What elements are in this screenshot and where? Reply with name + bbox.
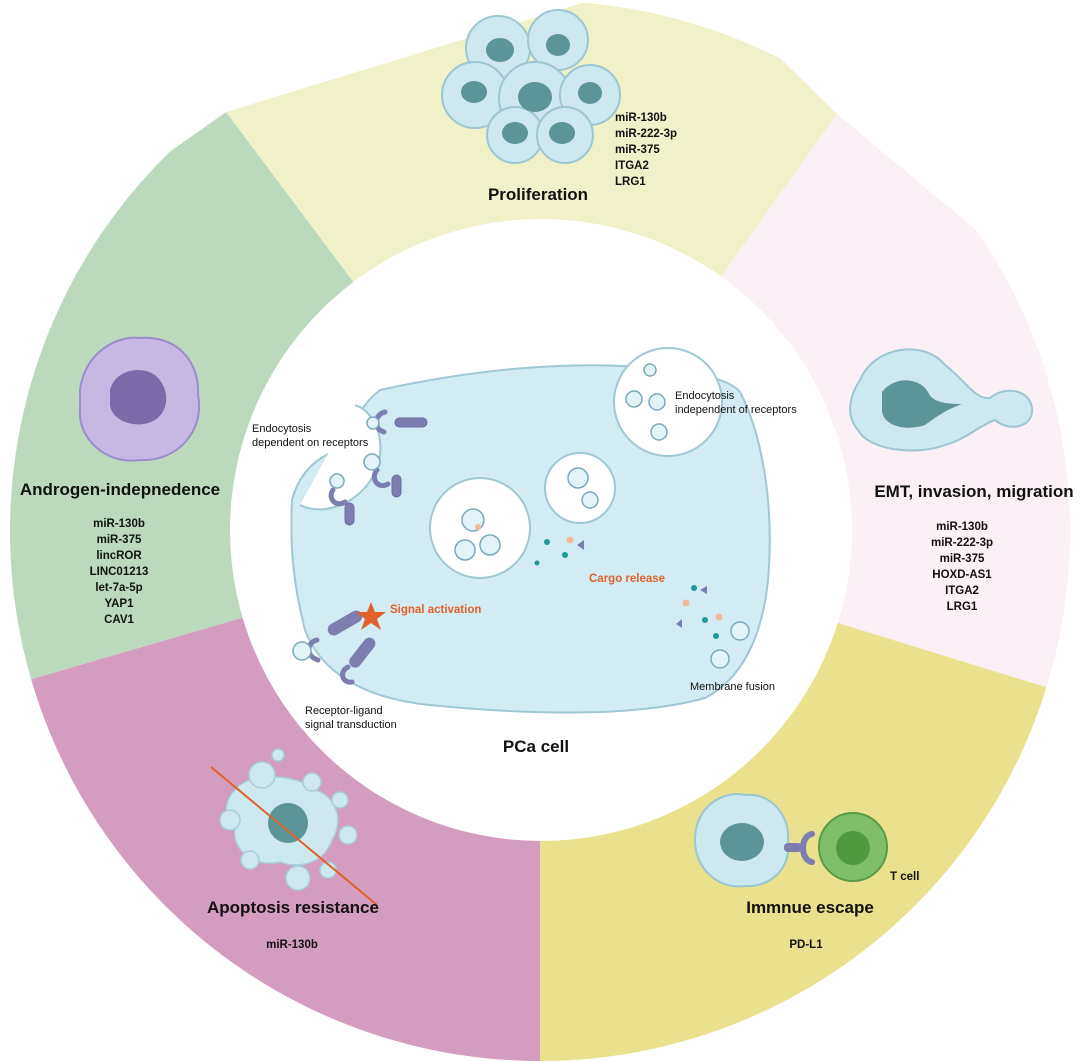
endocytosis-independent-label: Endocytosis independent of receptors	[675, 390, 797, 416]
gene-label: LRG1	[615, 176, 646, 188]
receptor-ligand-label: Receptor-ligand signal transduction	[305, 705, 397, 731]
signal-activation-label: Signal activation	[390, 604, 481, 616]
gene-label: ITGA2	[945, 585, 979, 597]
gene-label: LRG1	[947, 601, 978, 613]
emt-title: EMT, invasion, migration	[874, 482, 1073, 501]
apoptotic-cell-illustration	[210, 748, 378, 906]
proliferation-cell-cluster	[441, 9, 621, 164]
gene-label: miR-222-3p	[931, 537, 993, 549]
gene-label: miR-375	[940, 553, 985, 565]
proliferation-gene-list: miR-130b miR-222-3p miR-375 ITGA2 LRG1	[615, 112, 677, 188]
pca-cell-label: PCa cell	[503, 737, 569, 756]
signal-star-icon	[356, 602, 386, 630]
endocytosis-independent-line-1: Endocytosis	[675, 390, 735, 402]
endocytosis-dependent-line-1: Endocytosis	[252, 423, 312, 435]
androgen-gene-list: miR-130b miR-375 lincROR LINC01213 let-7…	[90, 518, 149, 626]
gene-label: ITGA2	[615, 160, 649, 172]
proliferation-title: Proliferation	[488, 185, 588, 204]
immune-escape-illustration	[693, 793, 888, 888]
emt-migrating-cell	[849, 348, 1034, 452]
cargo-release-label: Cargo release	[589, 573, 665, 585]
gene-label: miR-130b	[936, 521, 988, 533]
receptor-ligand-line-2: signal transduction	[305, 719, 397, 731]
androgen-title: Androgen-indepnedence	[20, 480, 220, 499]
endocytosis-independent-line-2: independent of receptors	[675, 404, 797, 416]
immune-title: Immnue escape	[746, 898, 874, 917]
apoptosis-title: Apoptosis resistance	[207, 898, 379, 917]
gene-label: let-7a-5p	[95, 582, 142, 594]
emt-gene-list: miR-130b miR-222-3p miR-375 HOXD-AS1 ITG…	[931, 521, 993, 613]
membrane-fusion-label: Membrane fusion	[690, 681, 775, 693]
gene-label: HOXD-AS1	[932, 569, 992, 581]
tcell-label: T cell	[890, 871, 919, 883]
gene-label: miR-375	[97, 534, 142, 546]
gene-label: LINC01213	[90, 566, 149, 578]
gene-label: miR-130b	[93, 518, 145, 530]
endocytosis-dependent-line-2: dependent on receptors	[252, 437, 369, 449]
gene-label: miR-130b	[615, 112, 667, 124]
gene-label: miR-375	[615, 144, 660, 156]
gene-label: YAP1	[105, 598, 135, 610]
receptor-ligand-line-1: Receptor-ligand	[305, 705, 383, 717]
gene-label: PD-L1	[789, 939, 823, 951]
androgen-cell-illustration	[78, 336, 201, 462]
gene-label: miR-130b	[266, 939, 318, 951]
gene-label: miR-222-3p	[615, 128, 677, 140]
gene-label: lincROR	[96, 550, 142, 562]
gene-label: CAV1	[104, 614, 134, 626]
endocytosis-dependent-label: Endocytosis dependent on receptors	[252, 423, 369, 449]
pca-cell	[290, 347, 771, 714]
